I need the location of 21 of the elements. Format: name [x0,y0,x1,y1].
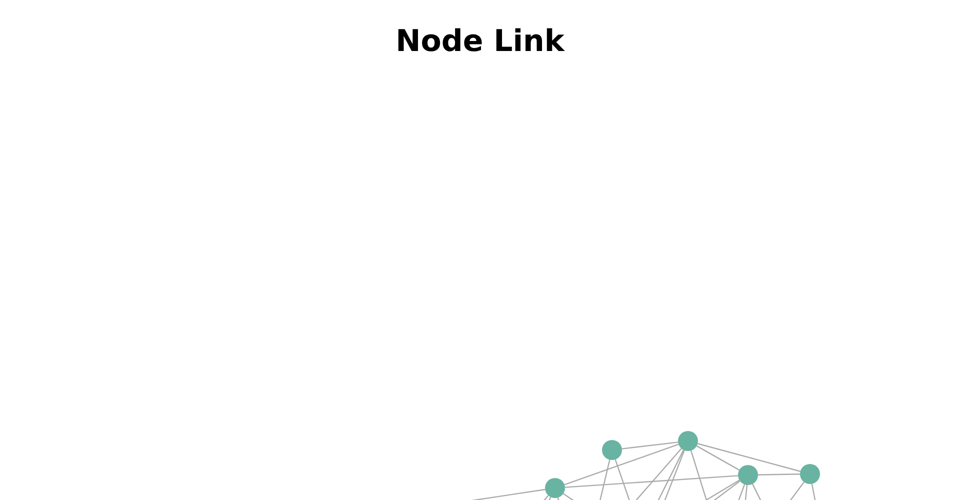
node-circle [678,431,698,451]
link-line [736,484,746,500]
link-line [564,475,738,488]
link-line [690,450,709,500]
link-line [811,484,817,500]
link-line [655,450,684,500]
link-line [698,443,800,472]
link-line [622,442,678,450]
node-circle [800,464,820,484]
link-line [752,484,764,500]
link-line [758,474,800,476]
link-line [696,445,740,471]
link-line [598,460,610,500]
link-line [614,459,632,500]
link-line [744,484,748,500]
chart-title: Node Link [396,24,564,59]
node-circle [545,478,565,498]
link-line [662,450,685,500]
node-circle [602,440,622,460]
link-line [564,444,679,486]
node-circle [738,465,758,485]
